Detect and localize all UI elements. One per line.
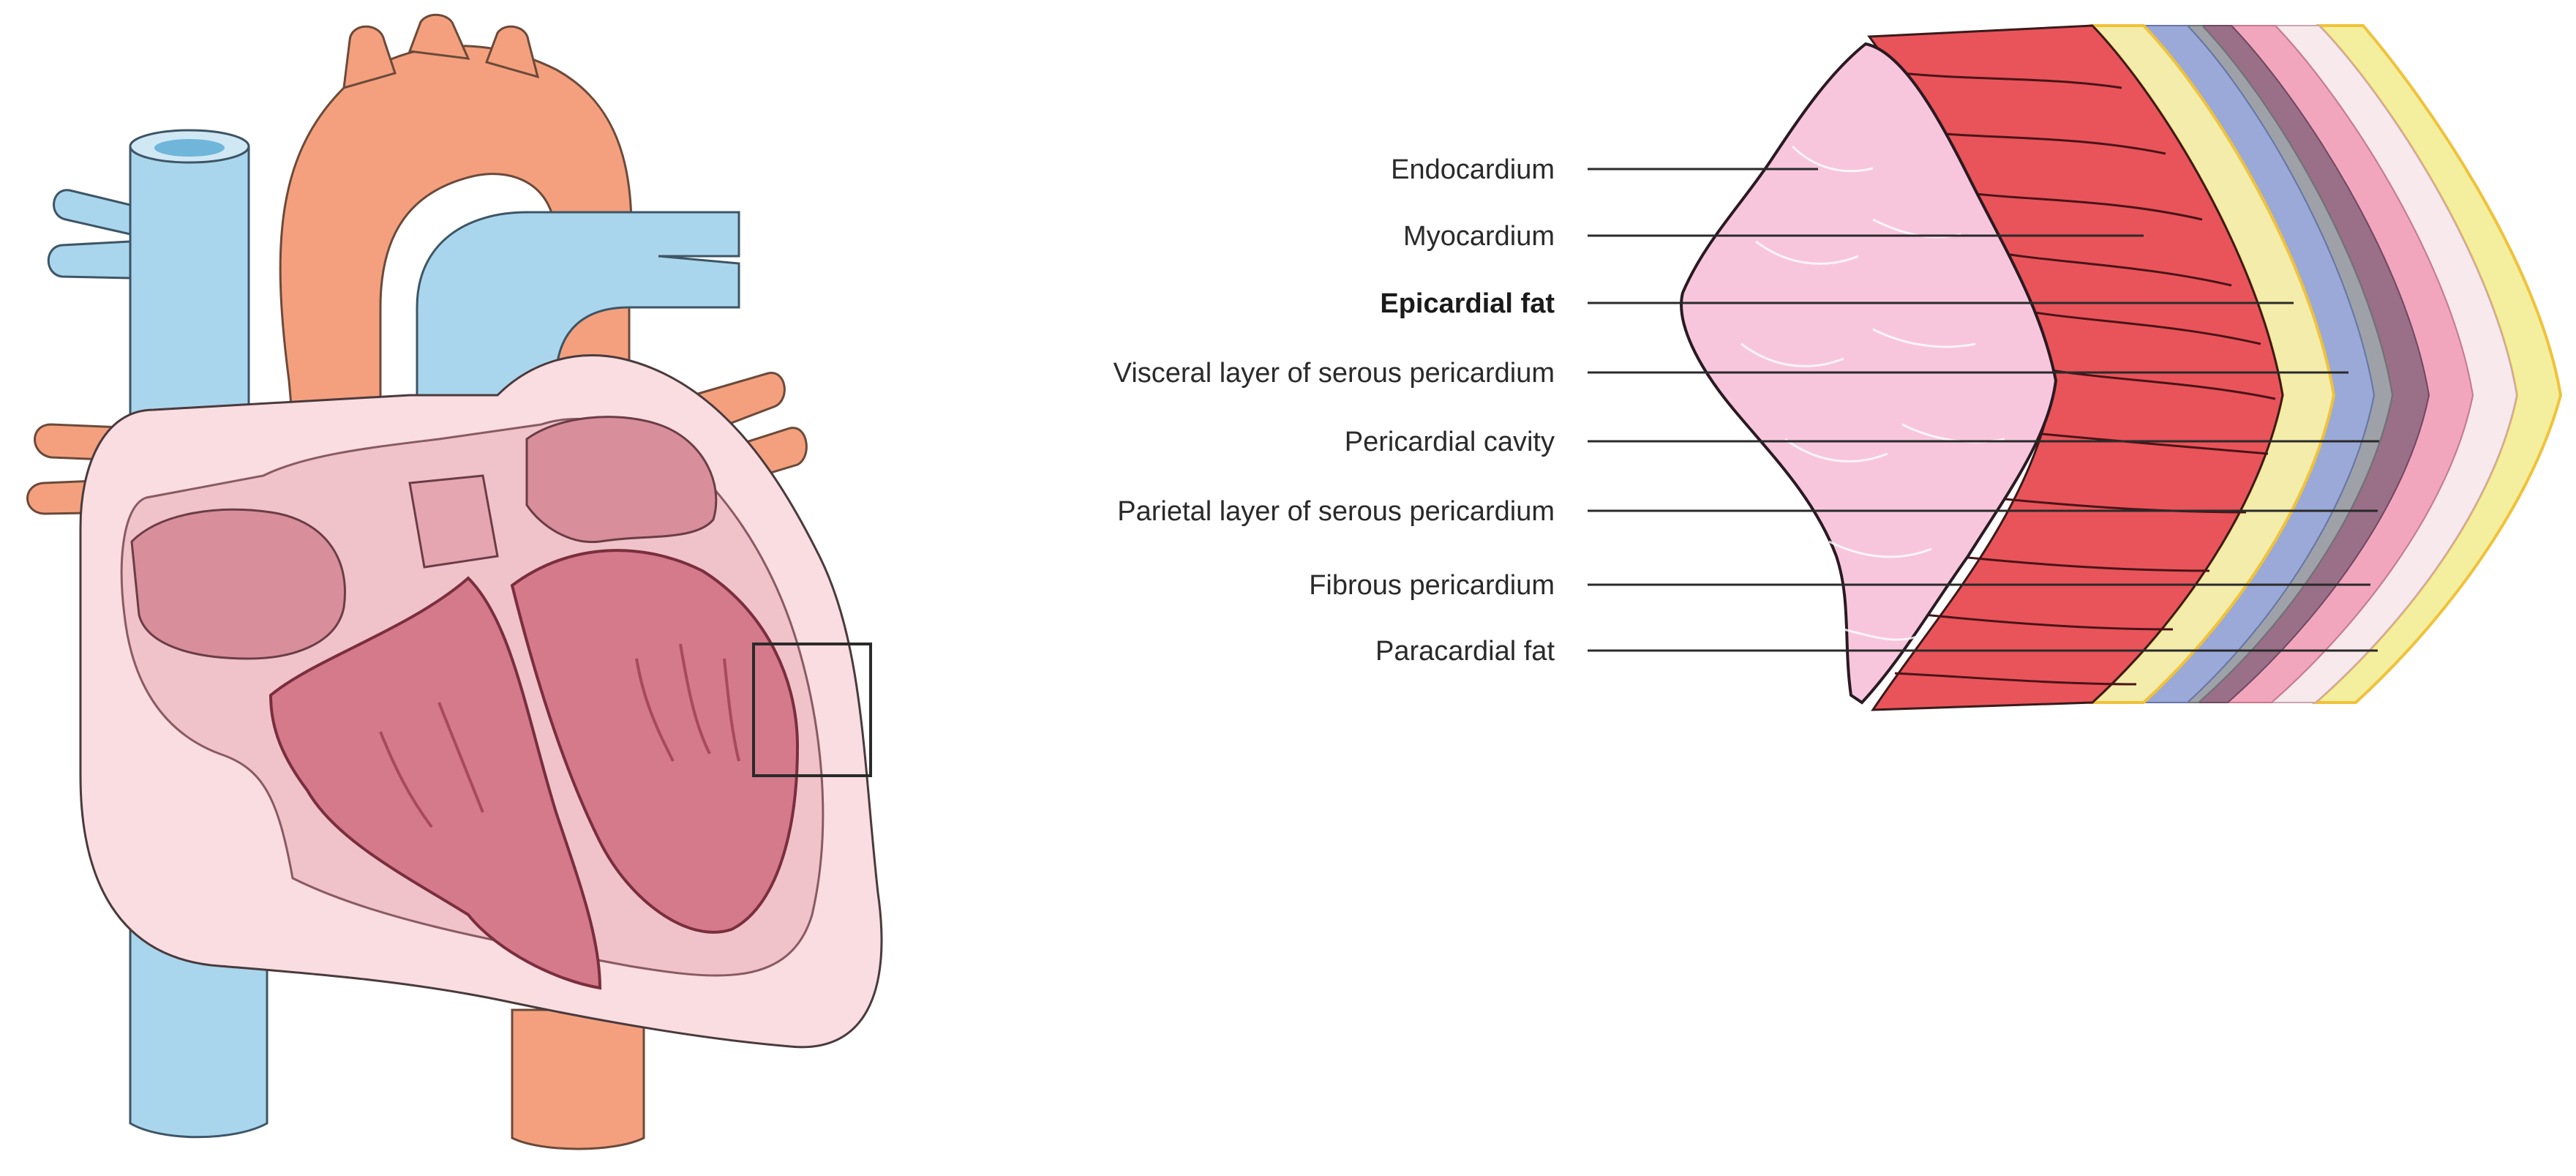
aorta-branch	[408, 13, 470, 60]
heart-illustration	[26, 13, 883, 1150]
label-row-myocardium: Myocardium	[1403, 221, 2144, 252]
label-fibrous-pericardium: Fibrous pericardium	[1309, 570, 1555, 601]
label-myocardium: Myocardium	[1403, 221, 1555, 252]
layer-labels: Endocardium Myocardium Epicardial fat Vi…	[1114, 154, 2379, 667]
label-parietal-layer: Parietal layer of serous pericardium	[1117, 496, 1555, 527]
label-paracardial-fat: Paracardial fat	[1375, 636, 1555, 667]
trabeculae	[379, 643, 740, 828]
label-row-parietal-layer: Parietal layer of serous pericardium	[1117, 496, 2378, 527]
label-endocardium: Endocardium	[1391, 154, 1555, 185]
label-row-paracardial-fat: Paracardial fat	[1375, 636, 2378, 667]
label-row-pericardial-cavity: Pericardial cavity	[1345, 427, 2379, 457]
label-row-fibrous-pericardium: Fibrous pericardium	[1309, 570, 2370, 601]
wall-layers-illustration	[1680, 24, 2563, 711]
label-row-endocardium: Endocardium	[1391, 154, 1818, 185]
right-ventricle	[269, 576, 602, 990]
vena-cava-lumen	[154, 139, 225, 157]
valve	[408, 474, 499, 569]
label-pericardial-cavity: Pericardial cavity	[1345, 427, 1555, 457]
right-atrium	[130, 508, 346, 660]
left-ventricle	[510, 549, 800, 934]
myocardium-fibres	[1894, 72, 2276, 686]
vein-branch	[53, 189, 132, 236]
label-row-visceral-layer: Visceral layer of serous pericardium	[1114, 358, 2348, 389]
aorta-branch	[485, 25, 540, 79]
left-atrium	[525, 416, 718, 544]
zoom-box	[752, 643, 872, 777]
label-row-epicardial-fat: Epicardial fat	[1380, 288, 2294, 319]
label-epicardial-fat: Epicardial fat	[1380, 288, 1555, 319]
vein-branch	[47, 240, 132, 280]
descending-vessel	[511, 1008, 645, 1150]
label-visceral-layer: Visceral layer of serous pericardium	[1114, 358, 1555, 389]
aorta-branch	[342, 25, 397, 90]
